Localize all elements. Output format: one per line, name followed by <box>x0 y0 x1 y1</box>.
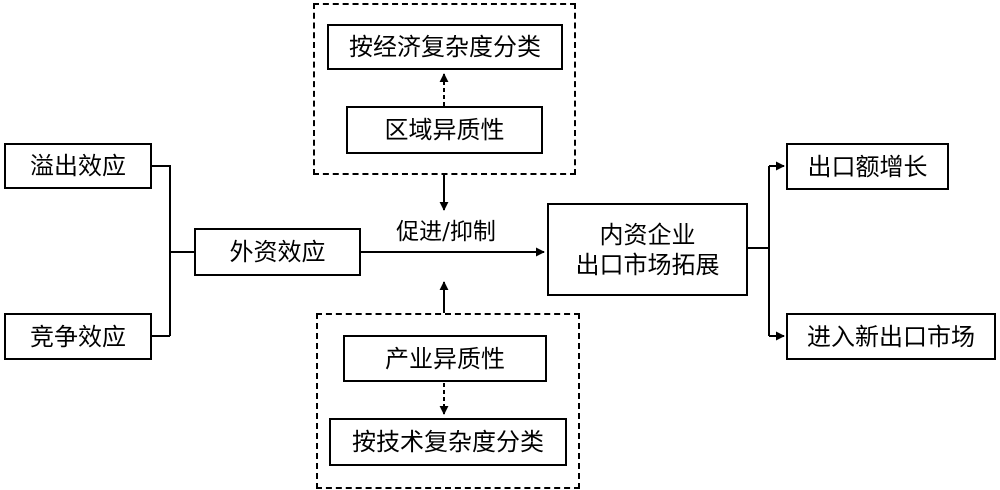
competition-effect-node: 竞争效应 <box>4 313 152 360</box>
left-bracket-connector <box>152 165 194 337</box>
technical-complexity-label: 按技术复杂度分类 <box>352 428 544 456</box>
regional-heterogeneity-label: 区域异质性 <box>384 116 505 144</box>
industry-heterogeneity-node: 产业异质性 <box>343 335 547 382</box>
export-growth-label: 出口额增长 <box>807 152 928 181</box>
regional-heterogeneity-node: 区域异质性 <box>346 106 543 154</box>
economic-complexity-node: 按经济复杂度分类 <box>327 24 563 70</box>
fdi-effect-node: 外资效应 <box>194 228 361 276</box>
domestic-export-expansion-line2: 出口市场拓展 <box>575 250 720 279</box>
industry-heterogeneity-group <box>316 313 580 489</box>
spillover-effect-label: 溢出效应 <box>30 152 126 180</box>
new-export-markets-label: 进入新出口市场 <box>807 322 975 351</box>
promote-inhibit-label: 促进/抑制 <box>396 219 496 245</box>
technical-complexity-node: 按技术复杂度分类 <box>329 418 567 466</box>
new-export-markets-node: 进入新出口市场 <box>786 313 996 360</box>
economic-complexity-label: 按经济复杂度分类 <box>349 33 541 61</box>
fdi-effect-label: 外资效应 <box>229 238 326 266</box>
domestic-export-expansion-node: 内资企业 出口市场拓展 <box>547 203 748 296</box>
right-bracket-connector <box>748 166 770 336</box>
competition-effect-label: 竞争效应 <box>30 322 126 351</box>
regional-heterogeneity-group <box>313 3 576 175</box>
industry-heterogeneity-label: 产业异质性 <box>385 344 505 373</box>
export-growth-node: 出口额增长 <box>786 143 949 190</box>
domestic-export-expansion-line1: 内资企业 <box>599 220 696 249</box>
spillover-effect-node: 溢出效应 <box>4 143 152 189</box>
